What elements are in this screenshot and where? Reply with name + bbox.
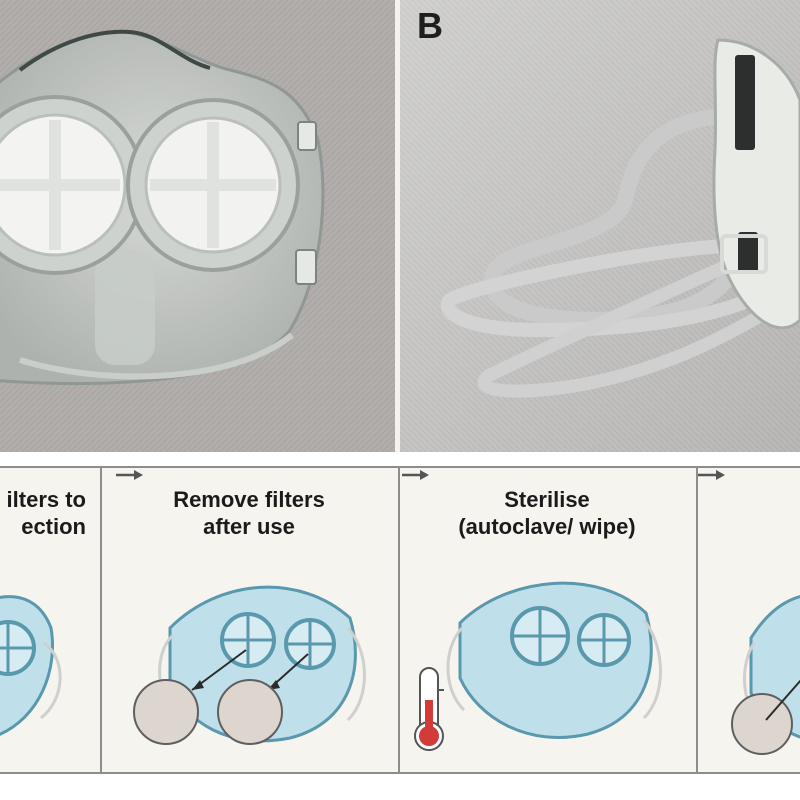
face-mask-illustration [731, 595, 800, 755]
panel-label-b: B [417, 5, 443, 46]
right-arrow-icon [402, 470, 429, 480]
step-title-line1: ilters to [6, 487, 86, 512]
face-mask-illustration [133, 585, 366, 745]
filter-disc-icon [731, 693, 793, 755]
step-reinsert-filters [696, 468, 800, 772]
step-title: ilters to ection [7, 486, 86, 540]
step-sterilise: Sterilise (autoclave/ wipe) [398, 468, 698, 772]
step-title-line2: (autoclave/ wipe) [458, 514, 636, 539]
right-arrow-icon [698, 470, 725, 480]
step-title-line1: Sterilise [504, 487, 590, 512]
step-title-line2: after use [203, 514, 295, 539]
right-arrow-icon [116, 470, 143, 480]
step-title-line2: ection [21, 514, 86, 539]
steps-diagram: ilters to ection R [0, 452, 800, 800]
step-title: Remove filters after use [100, 486, 398, 540]
filter-disc-icon [133, 679, 199, 745]
face-mask-illustration [0, 595, 62, 736]
step-title-line1: Remove filters [173, 487, 325, 512]
reusable-mask-front-photo [0, 0, 395, 452]
thermometer-icon [414, 667, 444, 751]
step-insert-filters: ilters to ection [0, 468, 102, 772]
photo-panel-b: B [400, 0, 800, 452]
face-mask-illustration [414, 581, 662, 751]
steps-frame: ilters to ection R [0, 466, 800, 774]
photo-panel-a [0, 0, 395, 452]
step-remove-filters: Remove filters after use [100, 468, 400, 772]
step-title: Sterilise (autoclave/ wipe) [398, 486, 696, 540]
reusable-mask-side-photo [400, 0, 800, 452]
filter-disc-icon [217, 679, 283, 745]
